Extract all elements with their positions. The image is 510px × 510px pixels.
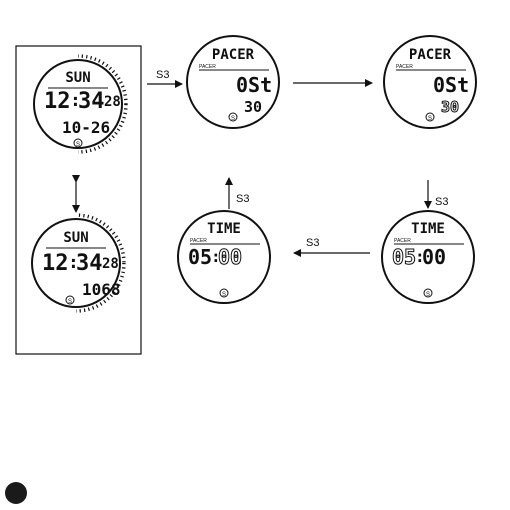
button-s-glyph: S — [76, 142, 80, 148]
day-label: SUN — [65, 70, 90, 86]
minute-digits: 34 — [76, 251, 103, 276]
pacer-sub-value: 30 — [244, 98, 262, 116]
pacer-title: PACER — [212, 47, 255, 63]
watch-time-set-display-2: TIME PACER 05 : 00 S — [382, 211, 474, 303]
altitude-digits: 1068 — [82, 280, 121, 299]
page-marker-dot — [5, 482, 27, 504]
watch-time-set-display-1: TIME PACER 05 : 00 S — [178, 211, 270, 303]
time-title: TIME — [411, 221, 445, 237]
time-title: TIME — [207, 221, 241, 237]
day-label: SUN — [63, 230, 88, 246]
pacer-sub-value-blinking: 30 — [441, 98, 459, 116]
minutes-digits-blinking: 00 — [218, 245, 242, 269]
s3-label-bottom-mid: S3 — [306, 237, 319, 249]
pacer-title: PACER — [409, 47, 452, 63]
time-small-label: PACER — [394, 238, 411, 244]
hours-digits: 05 — [188, 245, 212, 269]
minutes-digits: 00 — [422, 245, 446, 269]
watch-pacer-display-2: PACER PACER 0St 30 S — [384, 36, 476, 128]
s3-label-top-left: S3 — [156, 69, 169, 81]
second-digits: 28 — [102, 256, 119, 272]
watch-altitude-display: SUN 12 : 34 28 1068 S — [28, 215, 124, 311]
pacer-value: 0St — [433, 73, 469, 97]
time-small-label: PACER — [190, 238, 207, 244]
pacer-small-label: PACER — [199, 64, 216, 70]
minute-digits: 34 — [78, 89, 105, 114]
pacer-small-label: PACER — [396, 64, 413, 70]
s3-label-up: S3 — [236, 193, 249, 205]
watch-time-display: SUN 12 : 34 28 10-26 S — [30, 56, 126, 152]
button-s-glyph: S — [222, 292, 226, 298]
pacer-value: 0St — [236, 73, 272, 97]
button-s-glyph: S — [231, 116, 235, 122]
hours-digits-blinking: 05 — [392, 245, 416, 269]
button-s-glyph: S — [428, 116, 432, 122]
second-digits: 28 — [104, 94, 121, 110]
button-s-glyph: S — [68, 299, 72, 305]
hour-digits: 12 — [42, 251, 69, 276]
watch-pacer-display-1: PACER PACER 0St 30 S — [187, 36, 279, 128]
hour-digits: 12 — [44, 89, 71, 114]
s3-label-down: S3 — [435, 196, 448, 208]
date-digits: 10-26 — [62, 118, 110, 137]
button-s-glyph: S — [426, 292, 430, 298]
